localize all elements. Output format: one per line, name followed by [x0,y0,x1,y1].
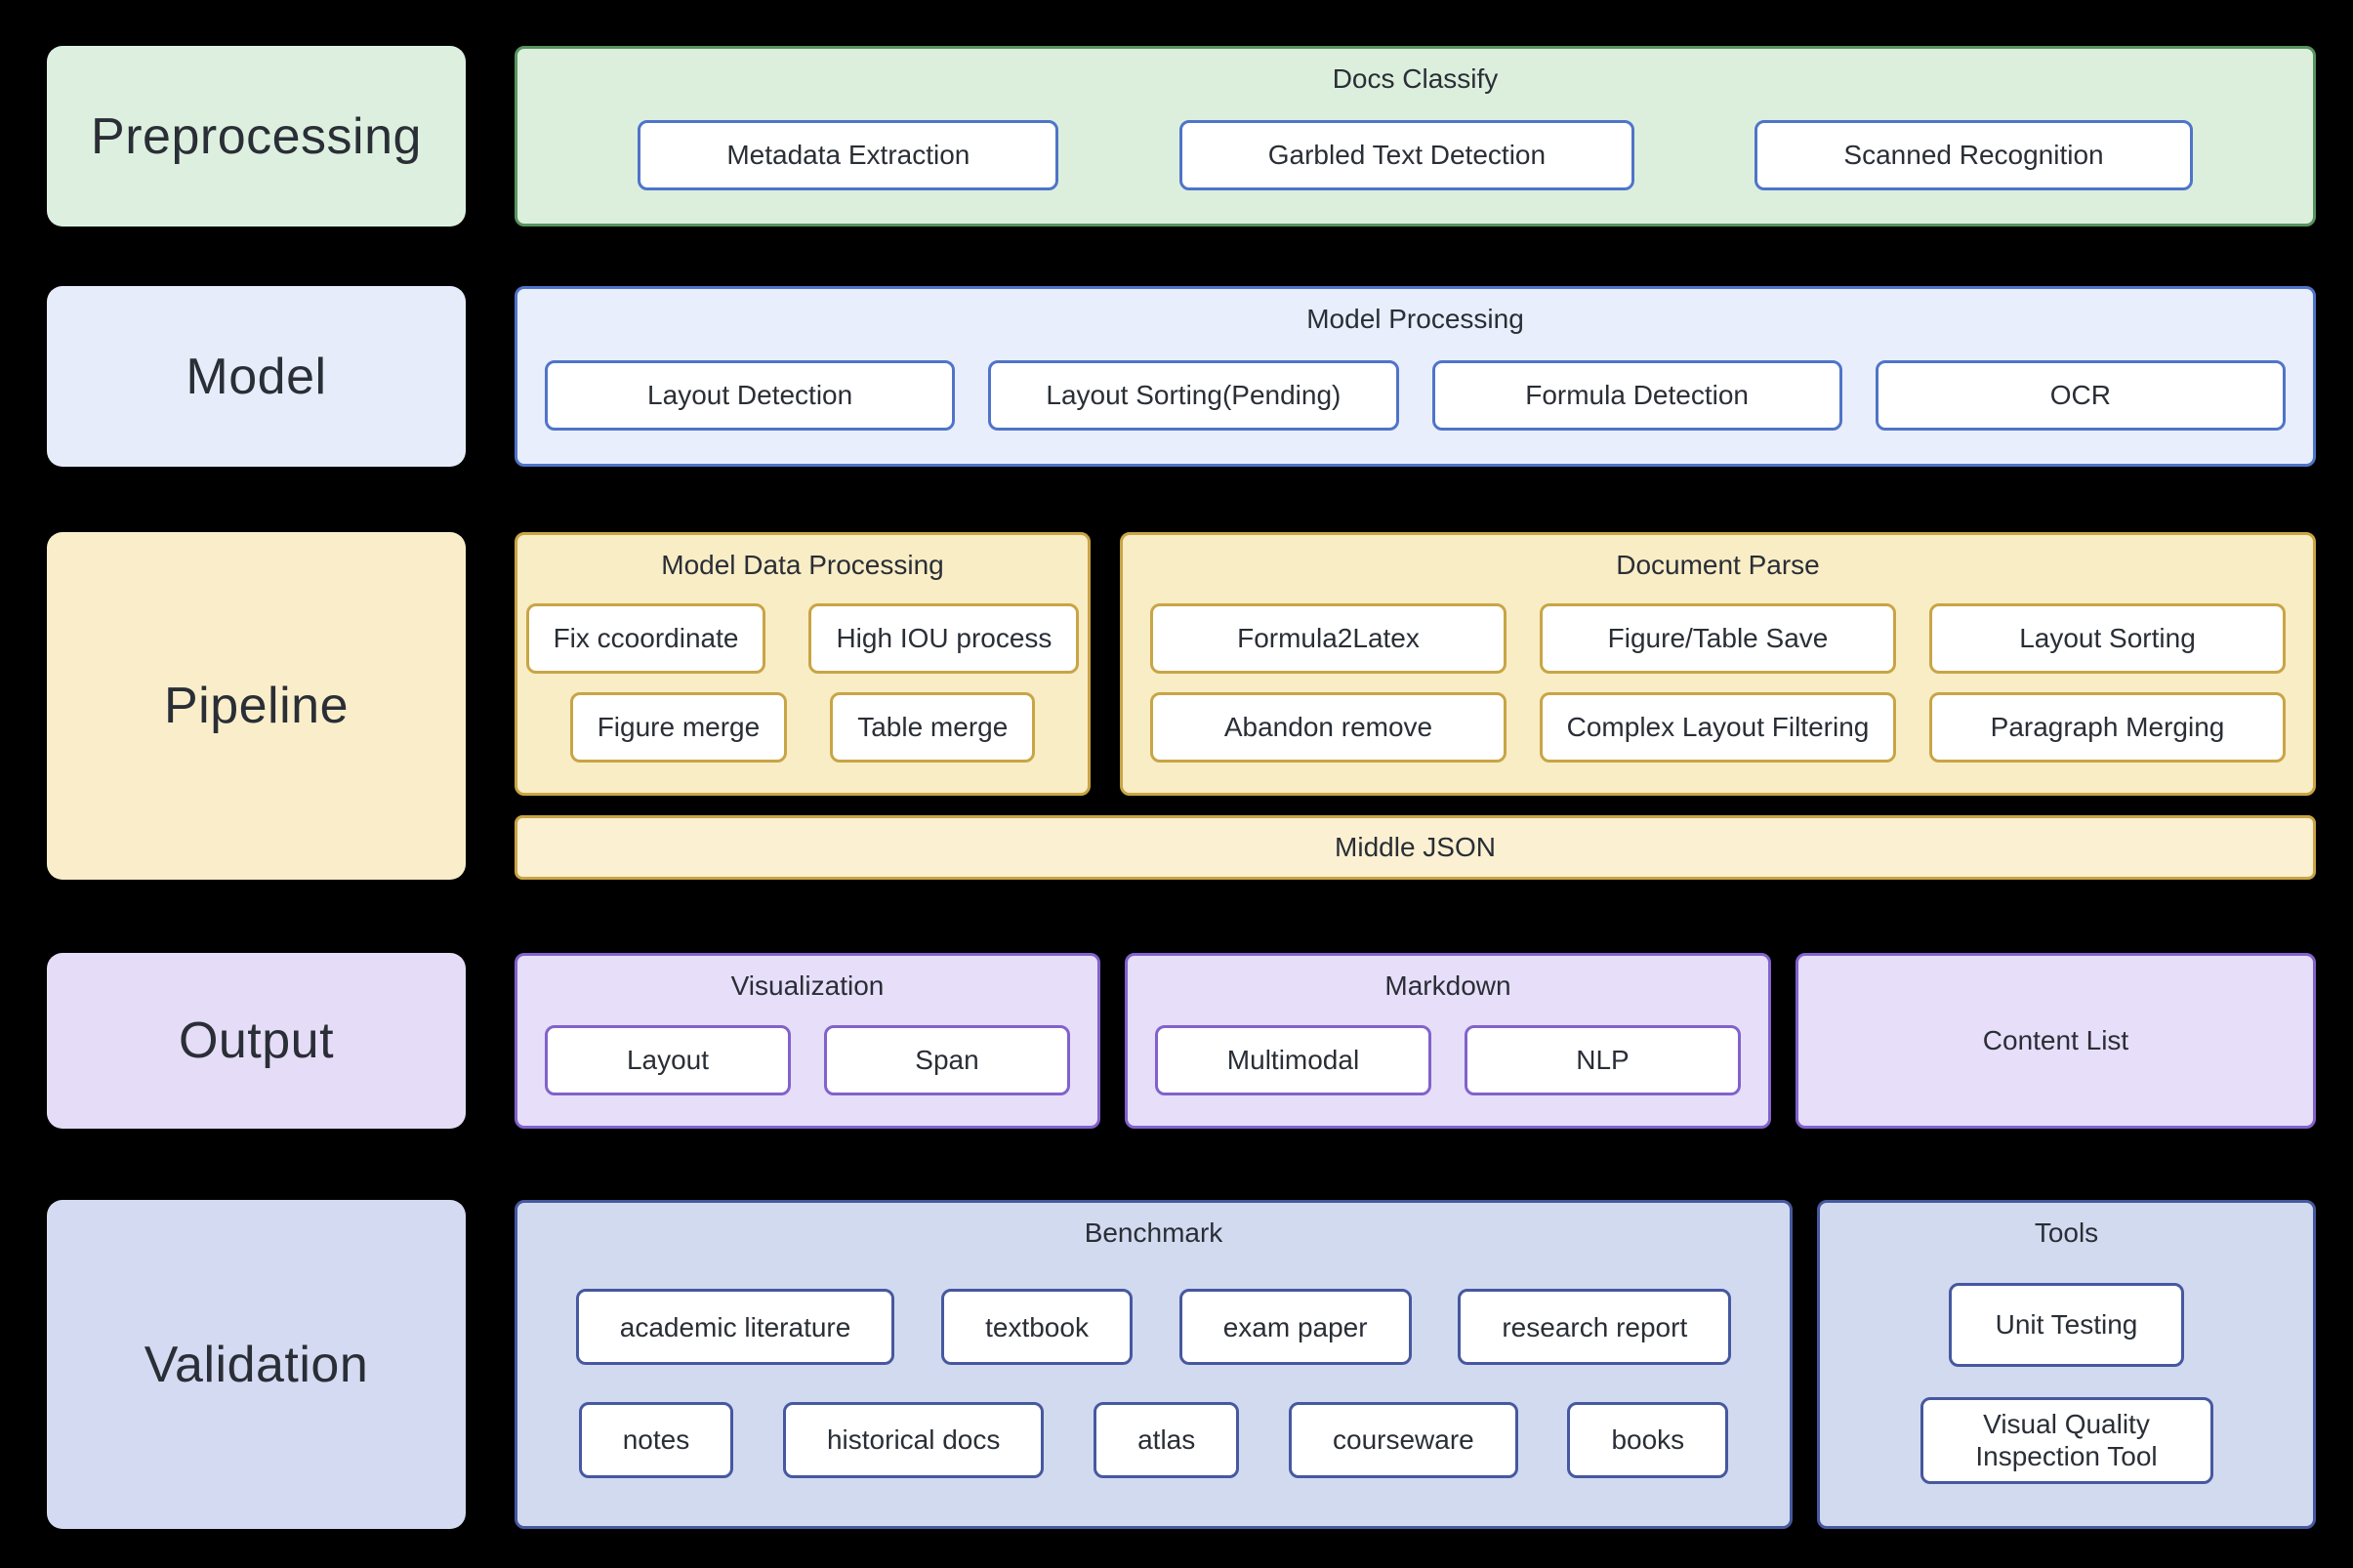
node-academic-literature: academic literature [575,1289,895,1366]
node-row: Abandon remove Complex Layout Filtering Pa… [1123,692,2313,763]
node-ocr: OCR [1875,360,2286,431]
node-span: Span [824,1024,1070,1095]
node-row: Visual Quality Inspection Tool [1820,1396,2313,1485]
group-body-visualization: Layout Span [517,1002,1097,1126]
node-row: academic literature textbook exam paper res… [517,1289,1790,1366]
node-notes: notes [578,1401,734,1478]
row-content-validation: Benchmark academic literature textbook exam… [515,1200,2316,1529]
row-label-output: Output [47,953,466,1129]
node-high-iou-process: High IOU process [808,603,1080,674]
node-visual-quality-inspection-tool: Visual Quality Inspection Tool [1920,1396,2213,1485]
group-title-visualization: Visualization [730,970,885,1001]
group-body-model-processing: Layout Detection Layout Sorting(Pending) F… [517,335,2313,464]
node-layout-sorting: Layout Sorting [1929,603,2286,674]
node-books: books [1567,1401,1729,1478]
node-layout-sorting-pending: Layout Sorting(Pending) [988,360,1399,431]
group-body-markdown: Multimodal NLP [1128,1002,1768,1126]
node-fix-ccoordinate: Fix ccoordinate [525,603,766,674]
node-row: Multimodal NLP [1128,1024,1768,1095]
node-abandon-remove: Abandon remove [1150,692,1507,763]
node-paragraph-merging: Paragraph Merging [1929,692,2286,763]
node-research-report: research report [1458,1289,1732,1366]
row-label-validation: Validation [47,1200,466,1529]
node-garbled-text-detection: Garbled Text Detection [1178,120,1635,190]
node-row: Formula2Latex Figure/Table Save Layout Sor… [1123,603,2313,674]
node-row: Metadata Extraction Garbled Text Detectio… [517,120,2313,190]
row-label-preprocessing: Preprocessing [47,46,466,227]
node-unit-testing: Unit Testing [1948,1282,2185,1367]
node-figure-table-save: Figure/Table Save [1540,603,1896,674]
middle-json-bar: Middle JSON [515,815,2316,880]
node-row: Fix ccoordinate High IOU process [517,603,1088,674]
node-formula-detection: Formula Detection [1431,360,1842,431]
node-textbook: textbook [941,1289,1133,1366]
node-row: Layout Span [517,1024,1097,1095]
node-layout-detection: Layout Detection [545,360,956,431]
group-benchmark: Benchmark academic literature textbook exam… [515,1200,1793,1529]
node-row: Layout Detection Layout Sorting(Pending) F… [517,360,2313,431]
node-historical-docs: historical docs [782,1401,1045,1478]
group-title-content-list: Content List [1982,1025,2129,1055]
node-figure-merge: Figure merge [569,692,788,763]
node-row: Unit Testing [1820,1282,2313,1367]
group-title-model-processing: Model Processing [1306,304,1524,334]
group-title-document-parse: Document Parse [1616,550,1820,580]
node-multimodal: Multimodal [1155,1024,1431,1095]
group-body-document-parse: Formula2Latex Figure/Table Save Layout Sor… [1123,581,2313,793]
group-title-docs-classify: Docs Classify [1332,63,1499,94]
node-atlas: atlas [1094,1401,1240,1478]
row-label-model: Model [47,286,466,467]
node-exam-paper: exam paper [1178,1289,1412,1366]
node-row: notes historical docs atlas courseware books [517,1401,1790,1478]
row-validation: Validation Benchmark academic literature te… [47,1200,2316,1529]
group-body-docs-classify: Metadata Extraction Garbled Text Detectio… [517,95,2313,224]
node-metadata-extraction: Metadata Extraction [638,120,1059,190]
group-title-tools: Tools [2034,1217,2099,1248]
node-scanned-recognition: Scanned Recognition [1754,120,2193,190]
node-courseware: courseware [1289,1401,1518,1478]
group-body-benchmark: academic literature textbook exam paper res… [517,1249,1790,1526]
group-title-model-data-processing: Model Data Processing [661,550,944,580]
group-content-list: Content List [1796,953,2316,1129]
node-table-merge: Table merge [830,692,1036,763]
row-label-pipeline: Pipeline [47,532,466,880]
node-nlp: NLP [1465,1024,1741,1095]
node-row: Figure merge Table merge [517,692,1088,763]
group-title-markdown: Markdown [1384,970,1511,1001]
node-layout: Layout [545,1024,791,1095]
group-title-benchmark: Benchmark [1084,1217,1223,1248]
node-formula2latex: Formula2Latex [1150,603,1507,674]
node-complex-layout-filtering: Complex Layout Filtering [1540,692,1896,763]
